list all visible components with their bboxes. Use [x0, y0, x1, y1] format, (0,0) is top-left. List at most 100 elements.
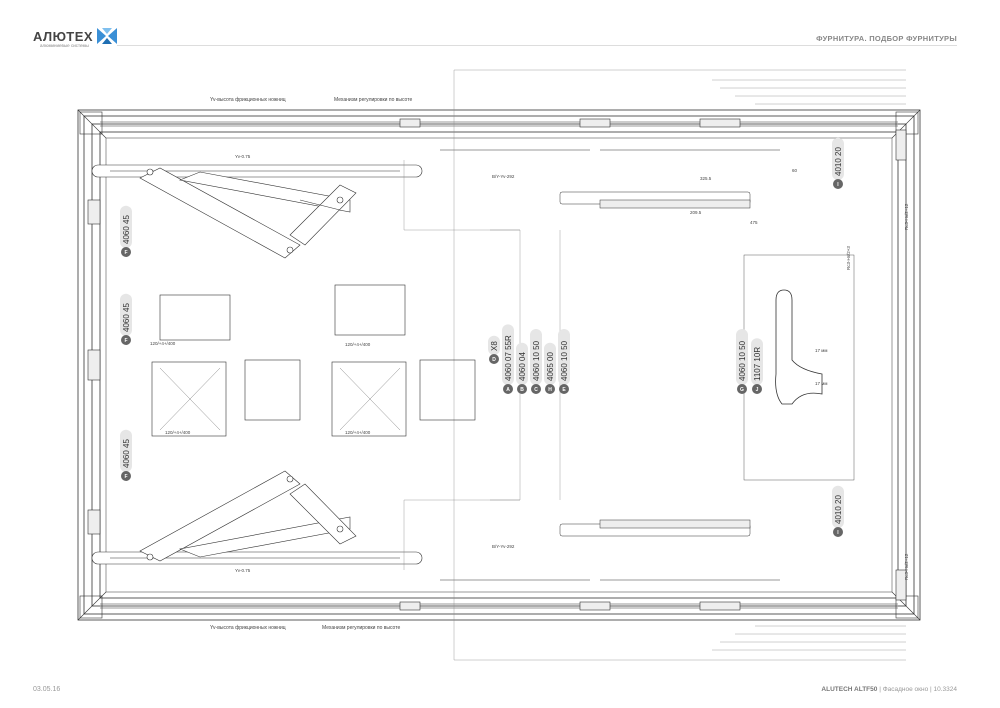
upper-mechanisms	[440, 149, 780, 209]
badge-letter: A	[506, 387, 510, 393]
badge-background	[120, 205, 132, 248]
badge-letter: I	[837, 182, 839, 188]
profile-sections	[151, 284, 476, 437]
section-label-3: 120/+4+/400	[165, 430, 191, 435]
bottom-scissor-arm	[91, 470, 423, 565]
part-badge: I 4010 20	[832, 137, 844, 189]
dim-325: 325.5	[700, 176, 712, 181]
badge-letter: D	[492, 357, 496, 363]
bottom-rail	[100, 601, 898, 611]
part-badge: F 4060 45	[120, 429, 132, 481]
part-badge: J 1107 10R	[751, 338, 763, 394]
badge-code: 4060 10 50	[738, 340, 747, 381]
badge-marker	[752, 384, 762, 394]
badge-marker	[833, 179, 843, 189]
badge-code: X8	[490, 341, 499, 351]
dimension-labels: Yv-высота фрикционных ножниц Механизм ре…	[150, 97, 909, 631]
part-badges: F 4060 45 F 4060 45 F 4060 45 I 4010 20 I 4010 20…	[120, 137, 844, 537]
badge-marker	[503, 384, 513, 394]
part-badge: D X8	[488, 335, 500, 364]
logo-mark-icon	[97, 28, 118, 44]
badge-code: 4060 45	[122, 215, 131, 244]
badge-code: 4060 10 50	[560, 340, 569, 381]
badge-code: 4060 45	[122, 303, 131, 332]
badge-background	[120, 293, 132, 336]
part-badge: E 4060 10 50	[558, 329, 570, 394]
badge-background	[558, 329, 570, 385]
part-badge: C 4060 10 50	[530, 329, 542, 394]
dim-17b: 17 мм	[815, 381, 827, 386]
badge-letter: B	[520, 387, 524, 393]
badge-code: 4065 00	[546, 352, 555, 381]
logo: АЛЮТЕХ	[33, 28, 118, 44]
badge-background	[751, 338, 763, 385]
dim-2095: 209.5	[690, 210, 702, 215]
badge-marker	[545, 384, 555, 394]
logo-subtitle: алюминиевые системы	[40, 43, 89, 48]
badge-background	[544, 342, 556, 385]
bottom-mech-label: Механизм регулировки по высоте	[322, 625, 400, 631]
badge-code: 4060 04	[518, 352, 527, 381]
badge-letter: F	[124, 250, 127, 256]
footer-doc: | Фасадное окно | 10.3324	[879, 686, 957, 693]
badge-code: 4060 07 55R	[504, 335, 513, 381]
badge-background	[832, 137, 844, 180]
badge-marker	[121, 247, 131, 257]
top-rail	[100, 118, 898, 128]
section-label-4: 120/+4+/400	[345, 430, 371, 435]
top-mech-label: Механизм регулировки по высоте	[334, 97, 412, 103]
arm-top-dim: Yv-0.75	[235, 154, 251, 159]
badge-code: 1107 10R	[753, 347, 762, 381]
part-badge: B 4060 04	[516, 342, 528, 394]
badge-letter: E	[562, 387, 566, 393]
badge-letter: C	[534, 387, 538, 393]
badge-marker	[737, 384, 747, 394]
badge-marker	[121, 471, 131, 481]
leader-lines	[403, 69, 906, 661]
badge-marker	[489, 354, 499, 364]
badge-letter: I	[837, 530, 839, 536]
badge-background	[530, 329, 542, 385]
badge-marker	[121, 335, 131, 345]
top-hinge-label: Yv-высота фрикционных ножниц	[210, 97, 286, 103]
badge-background	[488, 335, 500, 355]
badge-code: 4060 45	[122, 439, 131, 468]
section-label-1: 120/+4+/400	[150, 341, 176, 346]
badge-background	[832, 485, 844, 528]
left-side-hardware	[87, 199, 101, 535]
page-title: ФУРНИТУРА. ПОДБОР ФУРНИТУРЫ	[816, 34, 957, 43]
badge-marker	[559, 384, 569, 394]
right-side-hardware	[743, 129, 907, 601]
footer-date: 03.05.16	[33, 686, 61, 693]
top-scissor-arm	[91, 164, 423, 259]
badge-background	[502, 324, 514, 385]
right-vert-bot: Rc3-Hs/2+12	[904, 553, 909, 580]
section-label-2: 120/+4+/400	[345, 342, 371, 347]
part-badge: I 4010 20	[832, 485, 844, 537]
badge-code: 4010 20	[834, 147, 843, 176]
span-top-dim: B/Y-Yv-292	[492, 174, 515, 179]
dim-60: 60	[792, 168, 798, 173]
part-badge: F 4060 45	[120, 293, 132, 345]
badge-letter: F	[124, 474, 127, 480]
badge-letter: F	[124, 338, 127, 344]
part-badge: F 4060 45	[120, 205, 132, 257]
arm-bot-dim: Yv-0.75	[235, 568, 251, 573]
part-badge: A 4060 07 55R	[502, 324, 514, 394]
badge-code: 4060 10 50	[532, 340, 541, 381]
logo-text: АЛЮТЕХ	[33, 28, 94, 44]
dim-475: 475	[750, 220, 758, 225]
badge-background	[120, 429, 132, 472]
footer-product: ALUTECH ALTF50	[821, 686, 878, 693]
right-vert-top: Rc3-Hs/2+12	[904, 203, 909, 230]
right-vert-mid: Rc3-Hs/2+3	[846, 246, 851, 270]
badge-marker	[833, 527, 843, 537]
badge-letter: J	[756, 387, 759, 393]
header-divider	[117, 45, 957, 46]
lower-mechanisms	[440, 519, 780, 581]
part-badge: H 4065 00	[544, 342, 556, 394]
badge-code: 4010 20	[834, 495, 843, 524]
badge-letter: H	[548, 387, 552, 393]
